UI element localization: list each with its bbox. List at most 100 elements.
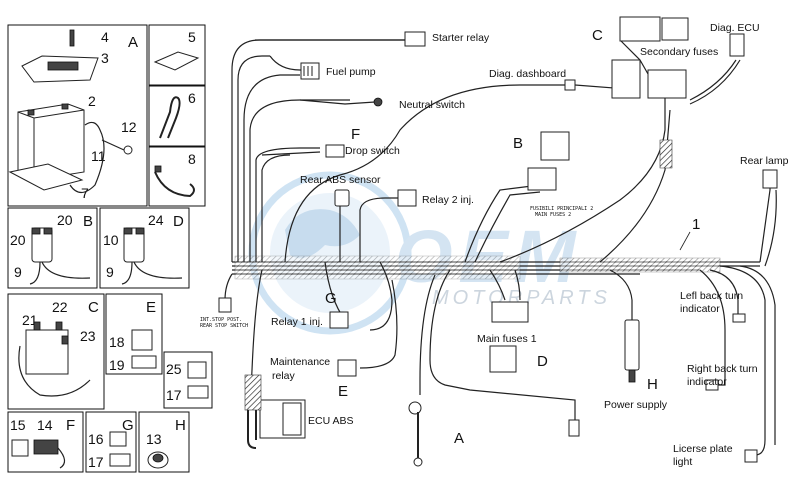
- tie-part: [154, 171, 195, 198]
- inset-a-num-4: 4: [101, 29, 109, 45]
- label-maintenance-2: relay: [272, 370, 296, 382]
- pad-part: [153, 51, 200, 71]
- right-turn-connector: [705, 379, 719, 391]
- inset-a-num-2: 2: [88, 93, 96, 109]
- label-relay1: Relay 1 inj.: [271, 316, 323, 328]
- inset-c-num-22: 22: [52, 299, 68, 315]
- label-starter-relay: Starter relay: [432, 32, 490, 44]
- ground-lug-a: [408, 401, 422, 415]
- inset-c-letter: C: [88, 299, 99, 316]
- inset-num-6: 6: [188, 90, 196, 106]
- letter-c-main: C: [592, 27, 603, 44]
- wire-number-1: 1: [692, 216, 700, 233]
- inset-relays: [163, 351, 213, 409]
- connectors: [218, 16, 778, 467]
- secondary-fuse-block: [611, 59, 641, 99]
- diag-dashboard-connector: [564, 79, 576, 91]
- label-power-supply: Power supply: [604, 399, 668, 411]
- secondary-fuse-box-c: [619, 16, 661, 42]
- label-secondary-fuses: Secondary fuses: [640, 46, 718, 58]
- main-fuses-1-block-d: [489, 345, 517, 373]
- letter-b-main: B: [513, 135, 523, 152]
- labels: Starter relay Fuel pump Neutral switch D…: [200, 22, 789, 468]
- inset-f-num-15: 15: [10, 417, 26, 433]
- inset-num-8: 8: [188, 151, 196, 167]
- relay2-connector: [397, 189, 417, 207]
- inset-d-num-9: 9: [106, 264, 114, 280]
- letter-h-main: H: [647, 376, 658, 393]
- inset-num-17: 17: [166, 387, 182, 403]
- inset-a-letter: A: [128, 34, 138, 51]
- label-license-1: Licerse plate: [673, 443, 733, 455]
- inset-e-num-19: 19: [109, 357, 125, 373]
- label-fusibili-2: MAIN FUSES 2: [535, 212, 571, 218]
- power-supply-socket: [624, 319, 640, 371]
- left-turn-connector: [732, 313, 746, 323]
- secondary-fuse-relay-block: [647, 69, 687, 99]
- inset-e-letter: E: [146, 299, 156, 316]
- inset-a-num-12: 12: [121, 119, 137, 135]
- label-right-turn-1: Right back turn: [687, 363, 758, 375]
- fuel-pump-connector: [300, 62, 320, 80]
- label-neutral-switch: Neutral switch: [399, 99, 465, 111]
- label-rear-lamp: Rear lamp: [740, 155, 789, 167]
- label-drop-switch: Drop switch: [345, 145, 400, 157]
- label-int-stop-1: INT.STOP POST.: [200, 317, 242, 323]
- main-fuses-2-block: [527, 167, 557, 191]
- label-license-2: light: [673, 456, 692, 468]
- inset-b-num-9: 9: [14, 264, 22, 280]
- label-rear-abs-sensor: Rear ABS sensor: [300, 174, 381, 186]
- label-fuel-pump: Fuel pump: [326, 66, 376, 78]
- starter-relay-connector: [404, 31, 426, 47]
- rear-abs-sensor-connector: [334, 189, 350, 207]
- inset-d-num-10: 10: [103, 232, 119, 248]
- inset-b-num-20a: 20: [57, 212, 73, 228]
- rear-lamp-connector: [762, 169, 778, 189]
- letter-g-main: G: [325, 290, 337, 307]
- inset-g-letter: G: [122, 417, 134, 434]
- inset-d-letter: D: [173, 213, 184, 230]
- inset-battery-a: A 4 3 2 12 11 7: [7, 24, 148, 207]
- relay1-connector: [329, 311, 349, 329]
- inset-b-num-20b: 20: [10, 232, 26, 248]
- battery-tray: [8, 163, 84, 191]
- letter-f-main: F: [351, 126, 360, 143]
- main-harness: [224, 39, 777, 456]
- label-left-turn-2: indicator: [680, 303, 720, 315]
- label-main-fuses-1: Main fuses 1: [477, 333, 537, 345]
- inset-g-num-17: 17: [88, 454, 104, 470]
- inset-a-num-11: 11: [91, 148, 106, 164]
- inset-h-num-13: 13: [146, 431, 162, 447]
- label-right-turn-2: indicator: [687, 376, 727, 388]
- inset-e-num-18: 18: [109, 334, 125, 350]
- label-left-turn-1: Lefl back turn: [680, 290, 743, 302]
- inset-a-num-7: 7: [81, 185, 89, 201]
- diag-ecu-connector: [729, 33, 745, 57]
- label-maintenance-1: Maintenance: [270, 356, 330, 368]
- parts-insets: A 4 3 2 12 11 7 5: [7, 24, 213, 473]
- inset-h-letter: H: [175, 417, 186, 434]
- rear-stop-switch-connector: [218, 297, 232, 313]
- inset-f-num-14: 14: [37, 417, 53, 433]
- maintenance-relay-connector: [337, 359, 357, 377]
- neutral-switch-connector: [373, 97, 383, 107]
- inset-f-letter: F: [66, 417, 75, 434]
- label-int-stop-2: REAR STOP SWITCH: [200, 323, 248, 329]
- main-fuses-1-block: [491, 301, 529, 323]
- inset-num-5: 5: [188, 29, 196, 45]
- main-fuses-2-block-b: [540, 131, 570, 161]
- label-ecu-abs: ECU ABS: [308, 415, 354, 427]
- inset-a-num-3: 3: [101, 50, 109, 66]
- label-diag-ecu: Diag. ECU: [710, 22, 760, 34]
- letter-e-main: E: [338, 383, 348, 400]
- label-relay2: Relay 2 inj.: [422, 194, 474, 206]
- license-plate-connector: [744, 449, 758, 463]
- inset-num-25: 25: [166, 361, 182, 377]
- drop-switch-connector: [325, 144, 345, 158]
- label-diag-dashboard: Diag. dashboard: [489, 68, 566, 80]
- strap-part: [159, 96, 181, 139]
- inset-b-letter: B: [83, 213, 93, 230]
- letter-a-main: A: [454, 430, 464, 447]
- letter-d-main: D: [537, 353, 548, 370]
